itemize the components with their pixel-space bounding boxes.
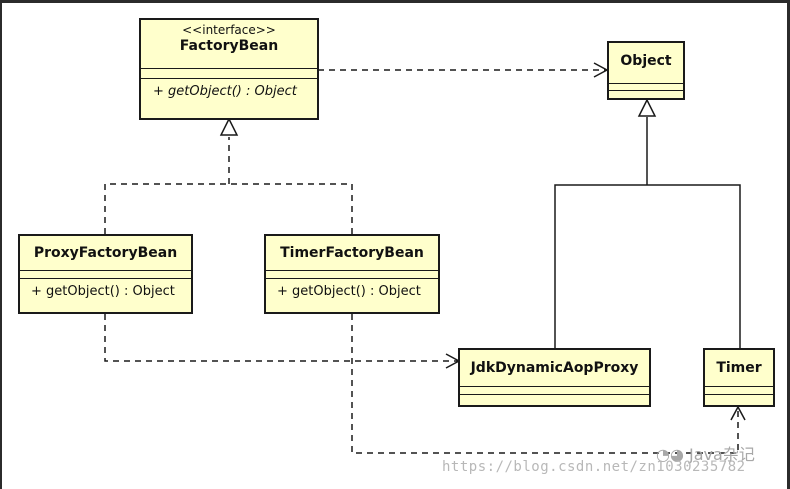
operation-getobject: + getObject() : Object — [277, 284, 421, 299]
generalization-jdk-object — [554, 184, 741, 348]
class-object: Object — [607, 41, 685, 100]
operation-divider — [609, 90, 683, 91]
class-name: TimerFactoryBean — [280, 245, 424, 261]
attribute-divider — [20, 270, 191, 271]
attribute-divider — [609, 83, 683, 84]
class-proxyfactorybean: ProxyFactoryBean + getObject() : Object — [18, 234, 193, 314]
class-name: Timer — [716, 360, 762, 376]
class-name: FactoryBean — [179, 38, 279, 54]
class-jdkdynamicaopproxy: JdkDynamicAopProxy — [458, 348, 651, 407]
attribute-divider — [266, 270, 438, 271]
operation-divider — [266, 278, 438, 279]
watermark-logo-text: Java杂记 — [689, 445, 755, 464]
wechat-icon: ◔◕ — [656, 445, 690, 464]
class-name: ProxyFactoryBean — [33, 245, 178, 261]
operation-getobject: + getObject() : Object — [153, 84, 297, 99]
class-factorybean: <<interface>> FactoryBean + getObject() … — [139, 18, 319, 120]
dependency-timerfactorybean-timer — [351, 314, 739, 454]
dependency-proxyfactorybean-jdk — [104, 314, 458, 362]
attribute-divider — [141, 68, 317, 69]
stereotype-interface: <<interface>> — [182, 23, 276, 37]
class-timerfactorybean: TimerFactoryBean + getObject() : Object — [264, 234, 440, 314]
triangle-factorybean — [219, 117, 239, 136]
class-name: Object — [620, 53, 672, 69]
triangle-object — [637, 98, 657, 117]
attribute-divider — [460, 386, 649, 387]
operation-getobject: + getObject() : Object — [31, 284, 175, 299]
operation-divider — [460, 394, 649, 395]
attribute-divider — [705, 386, 773, 387]
operation-divider — [20, 278, 191, 279]
class-name: JdkDynamicAopProxy — [470, 360, 639, 376]
realization-proxyfactorybean — [104, 183, 353, 234]
operation-divider — [141, 78, 317, 79]
arrowhead-open-timer — [730, 405, 746, 421]
wechat-watermark-logo: ◔◕ Java杂记 — [656, 441, 755, 465]
class-timer: Timer — [703, 348, 775, 407]
url-watermark: https://blog.csdn.net/zn1030235782 — [442, 459, 746, 475]
operation-divider — [705, 394, 773, 395]
